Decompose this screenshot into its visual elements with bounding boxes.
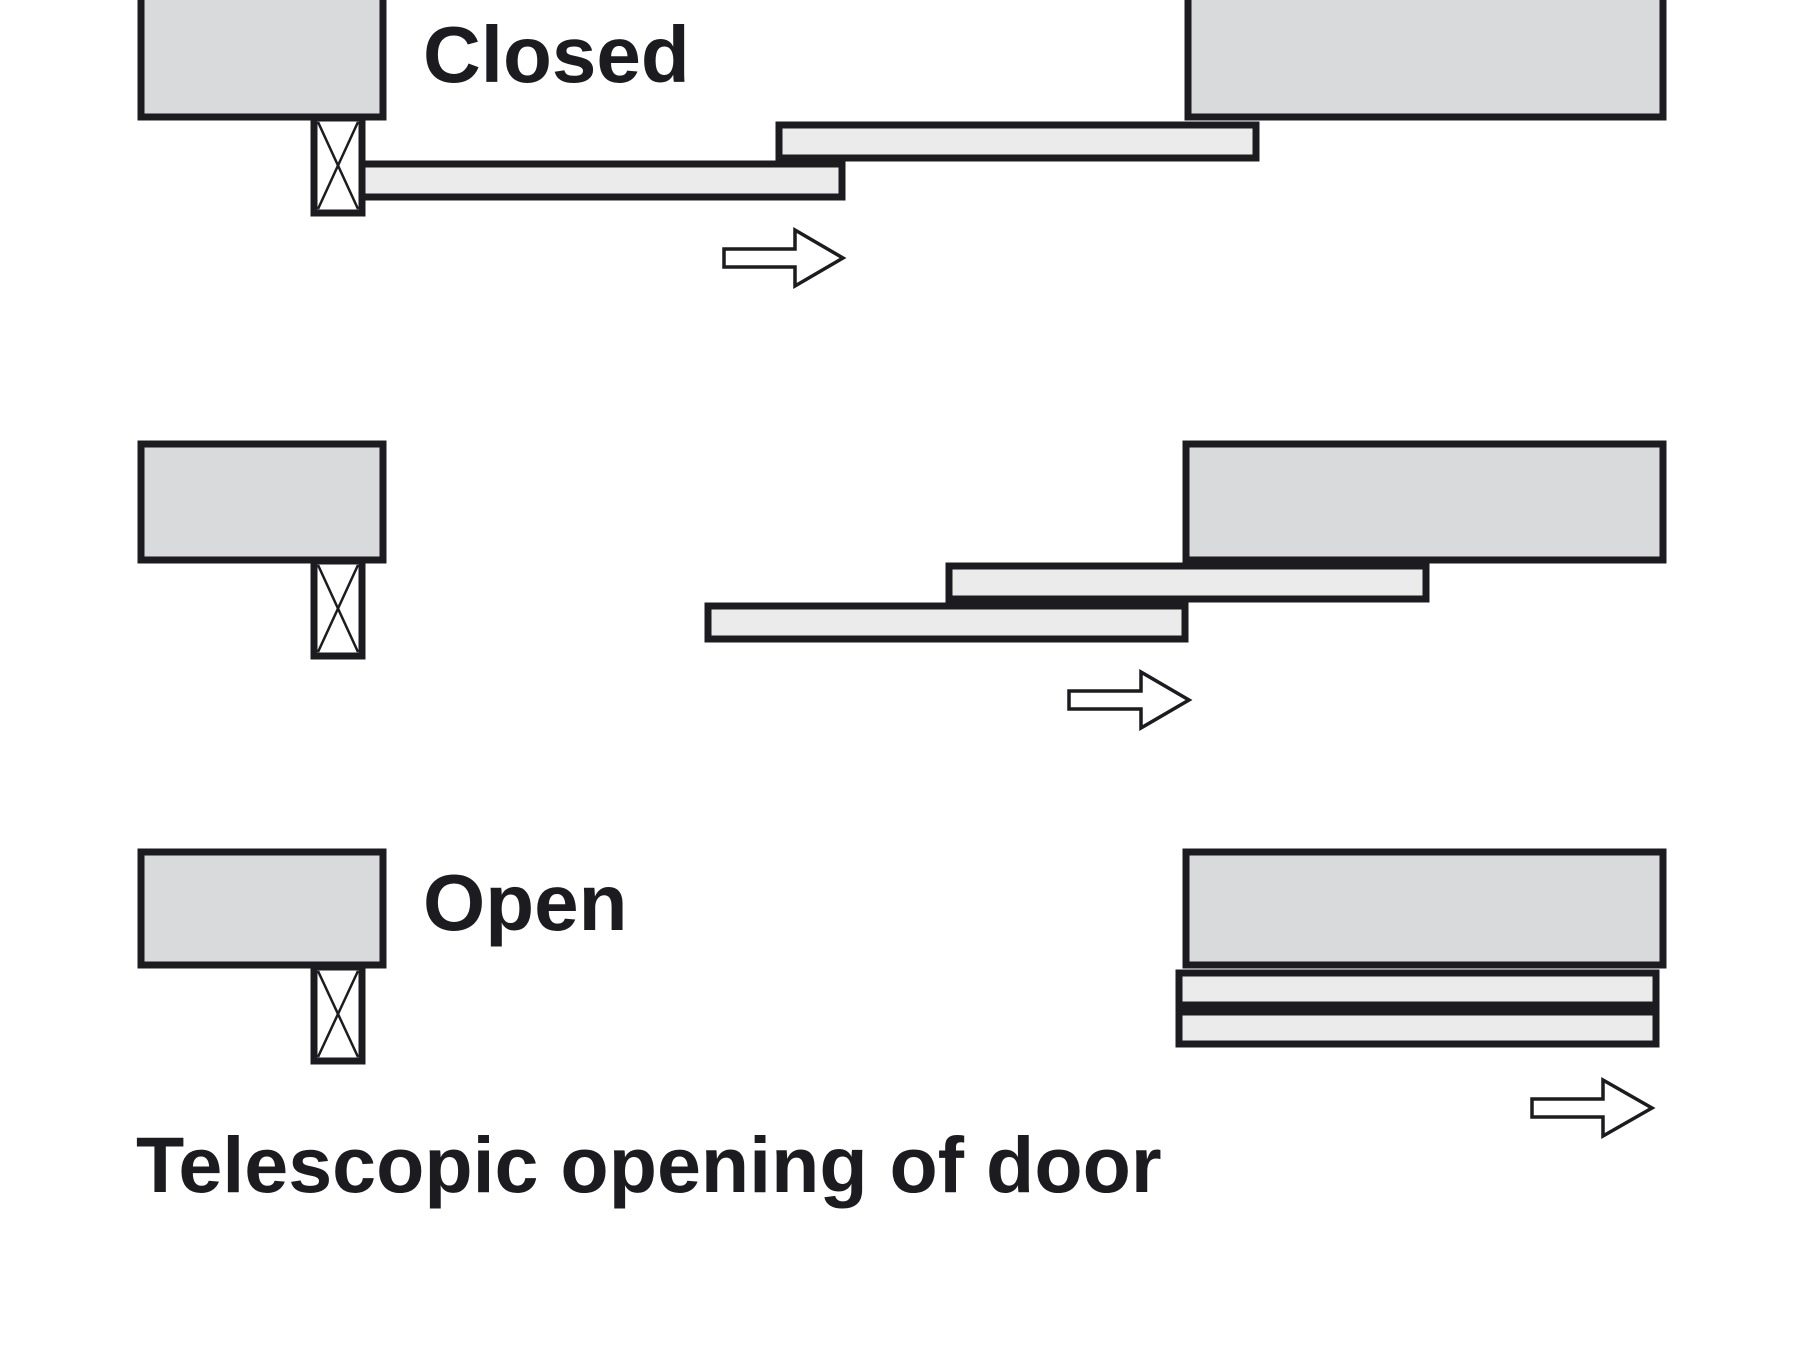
state-open <box>137 848 1667 1140</box>
door-panel-upper <box>775 121 1260 162</box>
arrow-right-icon <box>722 226 847 290</box>
right-wall <box>1182 440 1667 564</box>
state-label-closed: Closed <box>423 10 690 99</box>
door-post-icon <box>310 114 366 217</box>
right-wall <box>1184 0 1667 121</box>
door-panel-lower <box>358 160 846 201</box>
arrow-right-icon <box>1530 1076 1656 1140</box>
door-panel-upper <box>1175 969 1660 1009</box>
door-panel-lower <box>704 602 1189 643</box>
door-panel-upper <box>945 562 1430 603</box>
door-post-icon <box>310 557 366 660</box>
left-wall <box>137 0 387 121</box>
left-wall <box>137 440 387 564</box>
left-wall <box>137 848 387 969</box>
state-intermediate <box>137 440 1667 732</box>
right-wall <box>1182 848 1667 969</box>
door-post-icon <box>310 963 366 1065</box>
state-label-open: Open <box>423 858 628 947</box>
state-closed <box>137 0 1667 290</box>
door-panel-lower <box>1175 1008 1660 1048</box>
arrow-right-icon <box>1067 668 1193 732</box>
diagram-title: Telescopic opening of door <box>136 1120 1162 1209</box>
